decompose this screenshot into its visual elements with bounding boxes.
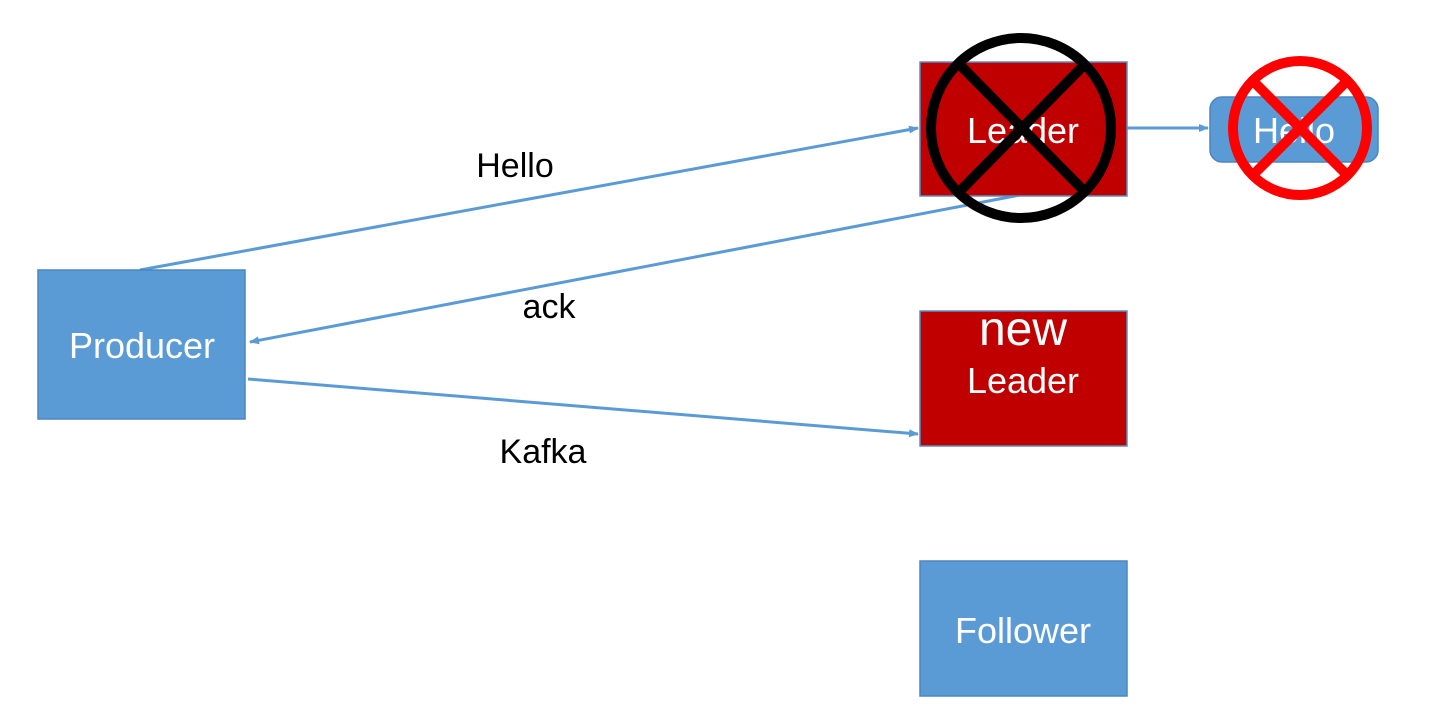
new-leader-node: new Leader bbox=[919, 303, 1128, 447]
hello-arrow bbox=[139, 125, 919, 272]
producer-node: Producer bbox=[37, 269, 246, 420]
ack-edge-label: ack bbox=[523, 288, 577, 326]
ack-arrow bbox=[249, 193, 1021, 345]
producer-label: Producer bbox=[69, 325, 215, 366]
follower-node: Follower bbox=[919, 560, 1128, 697]
hello-edge-label: Hello bbox=[476, 147, 553, 185]
message-lost-cross-icon bbox=[1228, 56, 1372, 200]
new-leader-label-line2: Leader bbox=[967, 360, 1079, 401]
follower-label: Follower bbox=[955, 610, 1091, 651]
kafka-arrow bbox=[247, 377, 919, 438]
leader-failed-cross-icon bbox=[926, 33, 1116, 223]
new-leader-label-line1: new bbox=[979, 303, 1067, 356]
kafka-edge-label: Kafka bbox=[500, 433, 587, 471]
